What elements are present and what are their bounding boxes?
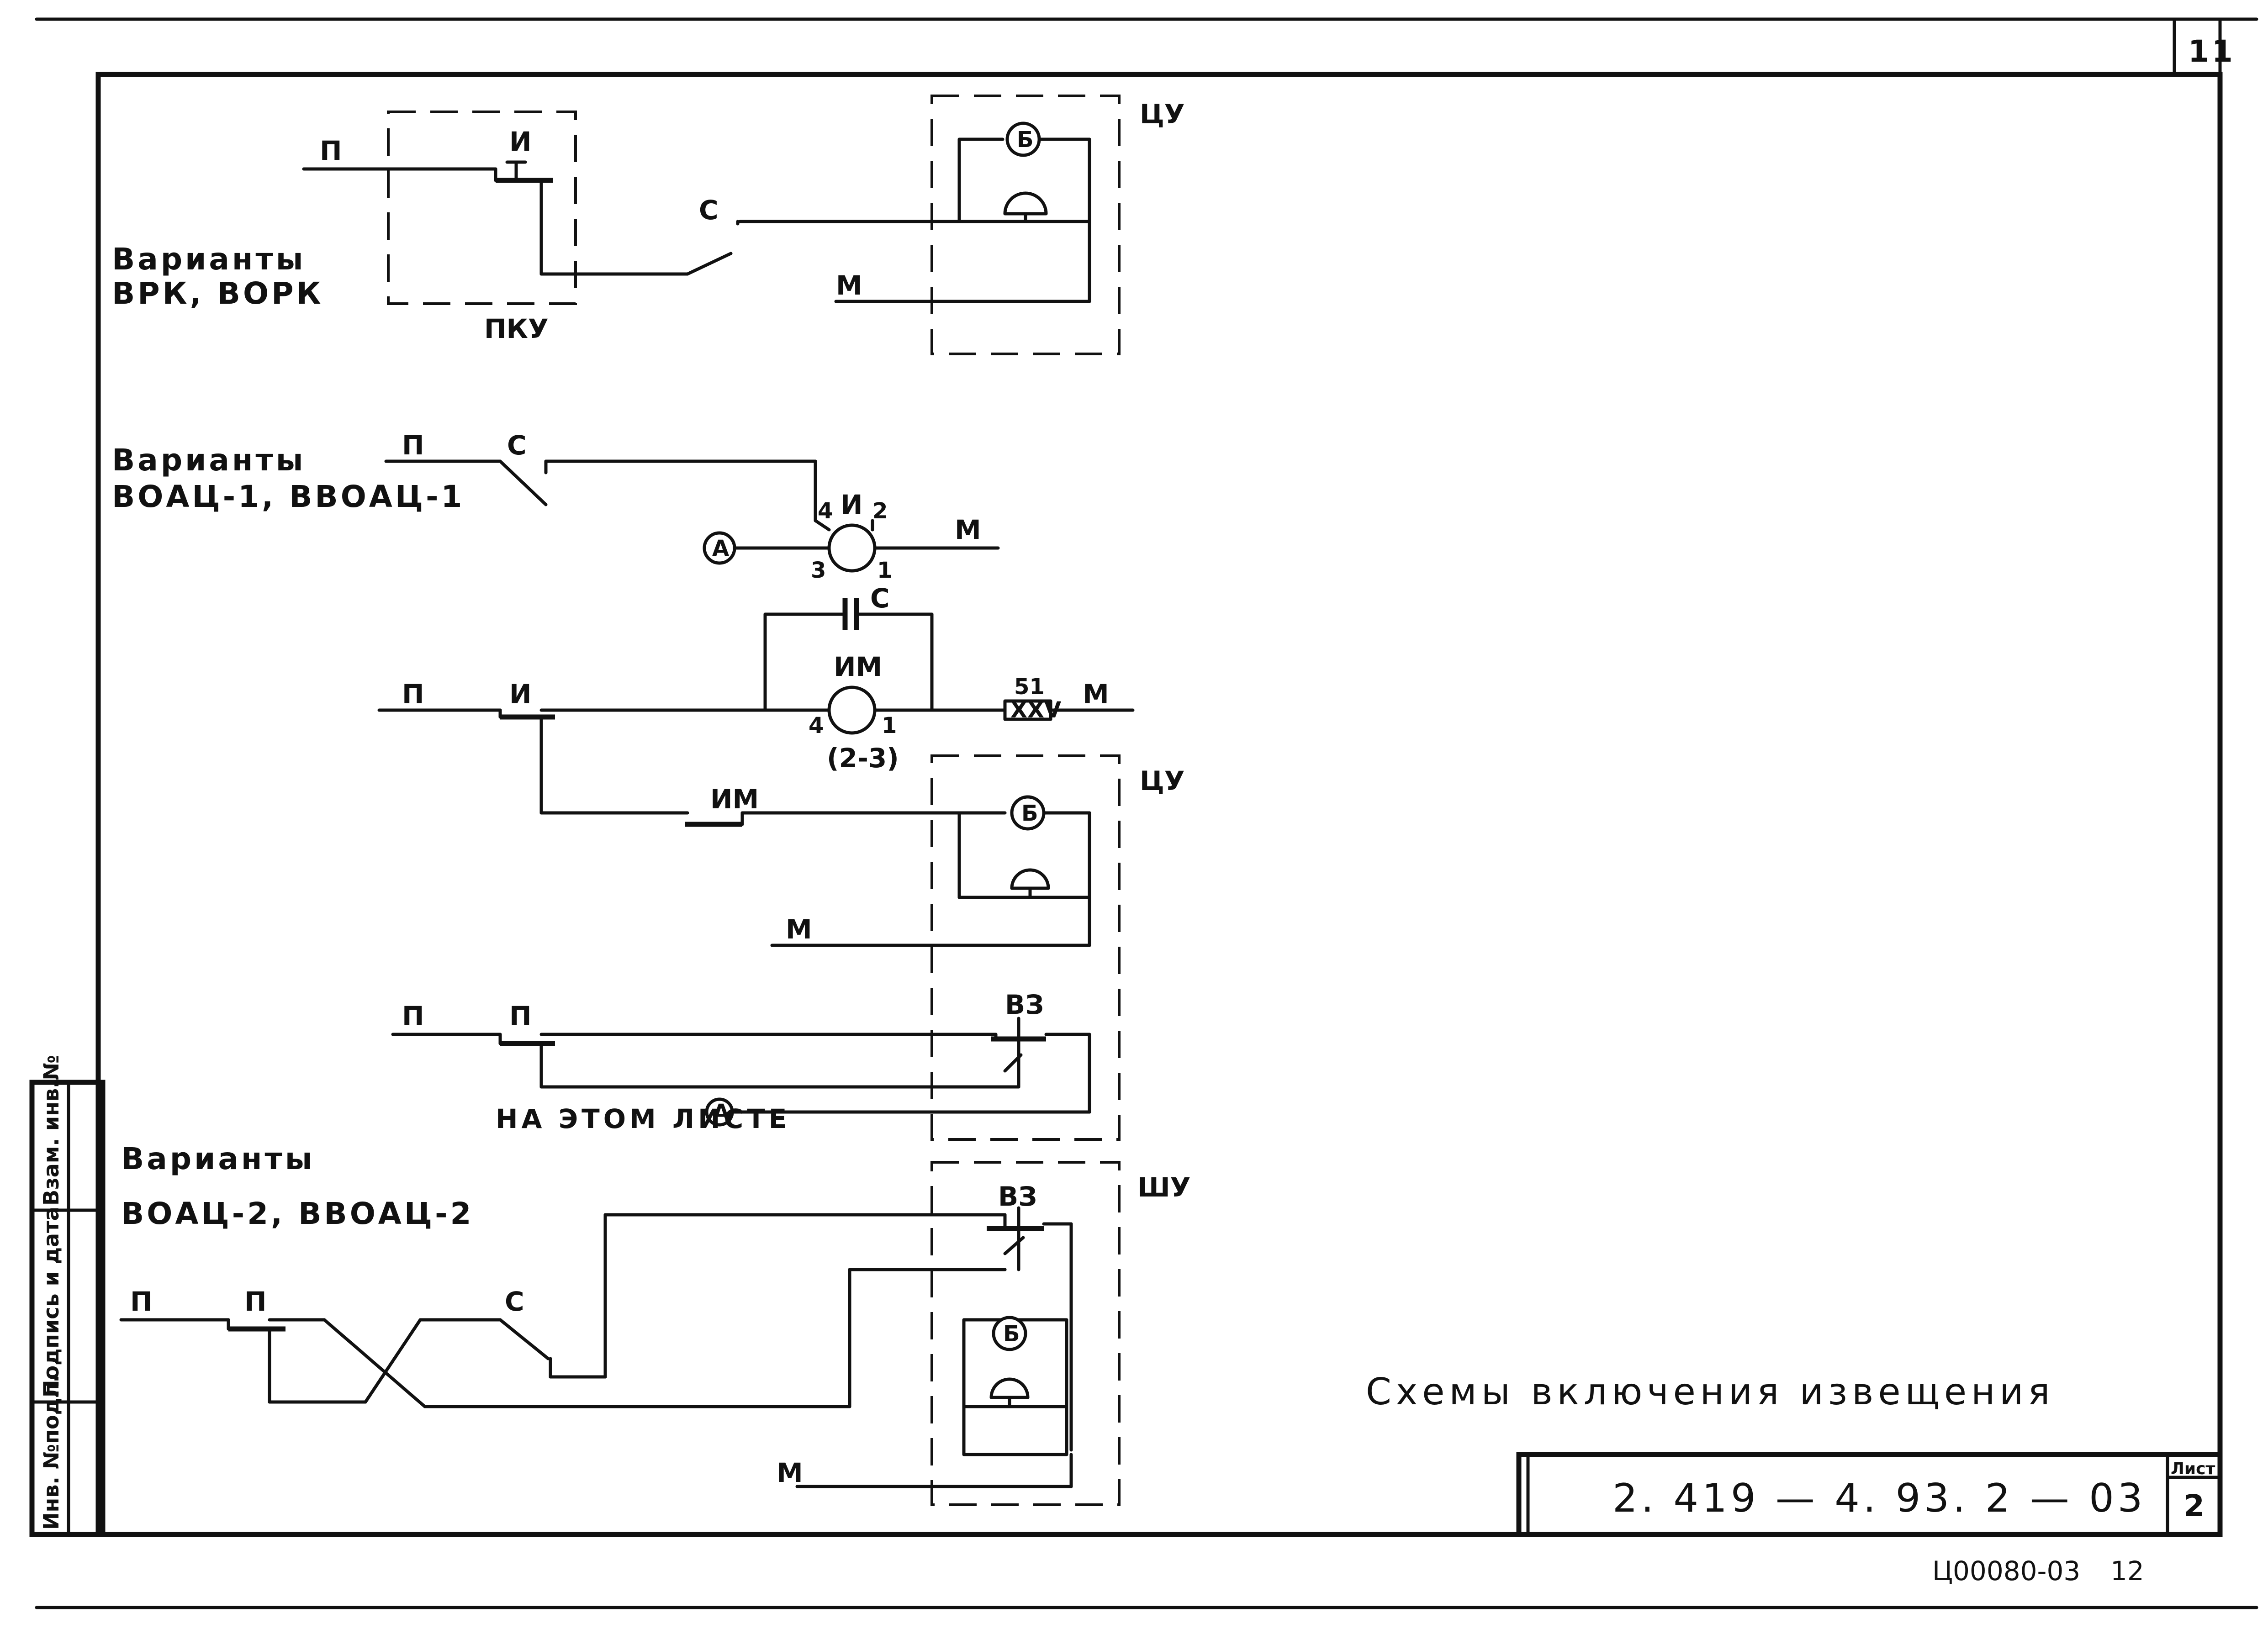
label-p-4: П — [402, 1001, 424, 1032]
bottom-stamp-code: Ц00080-03 — [1932, 1555, 2080, 1587]
label-p-6: П — [130, 1286, 153, 1317]
label-vz-1: ВЗ — [1005, 989, 1044, 1020]
label-b-2: Б — [1021, 801, 1038, 826]
label-tsu-1: ЦУ — [1140, 99, 1185, 130]
variant-2-line2: ВОАЦ-1, ВВОАЦ-1 — [112, 479, 465, 514]
label-p-3: П — [402, 679, 424, 710]
stamp-inv-podl: Инв. №подл. — [39, 1375, 63, 1530]
section-3-circuit — [119, 1161, 1121, 1506]
label-p-1: П — [320, 135, 342, 166]
pin-1-top: 1 — [877, 558, 892, 583]
sheet-label: Лист — [2171, 1460, 2215, 1478]
label-a-ref: А — [713, 1100, 730, 1125]
label-a-circle: А — [712, 536, 729, 561]
resistor-value: 51 — [1014, 674, 1045, 700]
label-m-3: М — [1083, 679, 1109, 710]
label-s-1: С — [699, 195, 719, 226]
pin-4-top: 4 — [818, 498, 833, 524]
pin-4-im: 4 — [809, 713, 824, 738]
label-tsu-2: ЦУ — [1140, 765, 1185, 796]
label-m-5: М — [777, 1457, 803, 1488]
variant-1-line1: Варианты — [112, 242, 306, 277]
variant-3-line2: ВОАЦ-2, ВВОАЦ-2 — [121, 1196, 474, 1231]
sheet-frame — [35, 17, 2258, 1609]
label-b-3: Б — [1003, 1321, 1020, 1347]
label-shu: ШУ — [1137, 1172, 1190, 1203]
pin-2-top: 2 — [872, 498, 888, 524]
title-block — [1516, 1452, 2223, 1537]
label-m-1: М — [836, 270, 862, 301]
left-stamp-block — [29, 1080, 106, 1537]
label-im-range: (2-3) — [827, 743, 899, 774]
label-p-2: П — [402, 430, 424, 461]
label-im-top: ИМ — [834, 651, 882, 682]
label-s-capacitor: С — [870, 583, 890, 614]
label-i-1: И — [509, 126, 532, 157]
resistor-body: XXV — [1010, 697, 1061, 723]
stamp-signature-date: Подпись и дата — [39, 1207, 63, 1397]
label-s-3: С — [505, 1286, 524, 1317]
pin-1-im: 1 — [882, 713, 897, 738]
label-i-2: И — [841, 489, 863, 520]
sheet-number: 2 — [2183, 1488, 2207, 1523]
pin-3: 3 — [811, 558, 826, 583]
label-i-3: И — [509, 679, 532, 710]
label-p-5: П — [509, 1001, 532, 1032]
label-m-2: М — [955, 514, 981, 545]
section-2-circuit — [377, 459, 1135, 1141]
stamp-vzam-inv: Взам. инв.№ — [39, 1055, 63, 1206]
variant-2-line1: Варианты — [112, 443, 306, 478]
label-s-2: С — [507, 430, 527, 461]
document-code: 2. 419 — 4. 93. 2 — 03 — [1612, 1476, 2146, 1521]
label-m-4: М — [786, 914, 812, 945]
drawing-title: Схемы включения извещения — [1366, 1370, 2055, 1413]
page-number: 11 — [2188, 34, 2236, 69]
variant-1-line2: ВРК, ВОРК — [112, 276, 323, 311]
bottom-page-number: 12 — [2110, 1555, 2144, 1587]
label-vz-2: ВЗ — [998, 1181, 1037, 1212]
label-b-1: Б — [1017, 127, 1034, 153]
label-im-contact: ИМ — [710, 784, 759, 815]
variant-3-line1: Варианты — [121, 1141, 315, 1176]
label-this-sheet: НА ЭТОМ ЛИСТЕ — [496, 1103, 790, 1134]
section-1-circuit — [302, 95, 1121, 355]
label-pku: ПКУ — [484, 313, 549, 344]
label-p-7: П — [244, 1286, 267, 1317]
